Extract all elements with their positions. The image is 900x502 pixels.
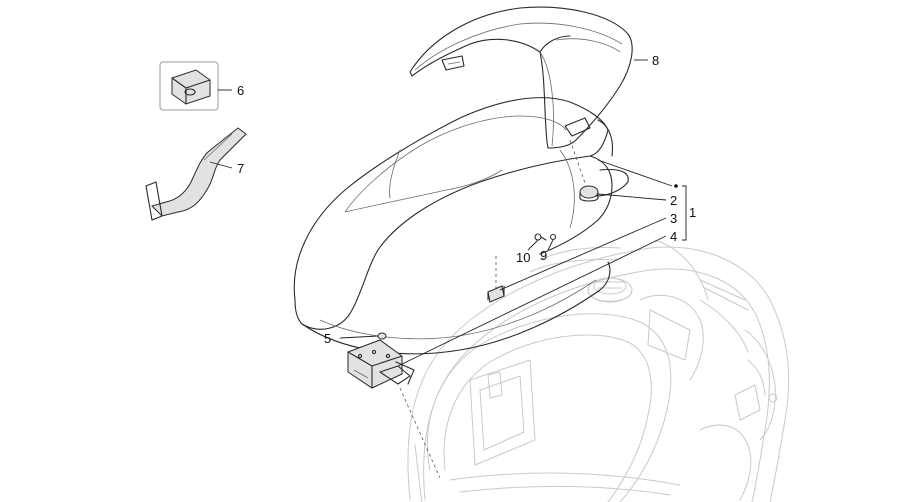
washer-part-9 <box>549 233 557 241</box>
callout-3: 3 <box>670 211 677 226</box>
latch-block-part-4 <box>487 285 505 303</box>
bumper-part-2 <box>579 185 599 202</box>
callout-10: 10 <box>516 250 530 265</box>
callout-7: 7 <box>237 161 244 176</box>
callout-9: 9 <box>540 248 547 263</box>
callout-5: 5 <box>324 331 331 346</box>
scooter-body-outline <box>407 239 790 502</box>
rear-cover-part-8 <box>409 6 633 149</box>
callout-6: 6 <box>237 83 244 98</box>
callout-1: 1 <box>689 205 696 220</box>
callout-8: 8 <box>652 53 659 68</box>
strap-part-7 <box>145 127 247 221</box>
screw-part-10 <box>534 233 547 241</box>
callout-4: 4 <box>670 229 677 244</box>
leader-lines <box>209 59 687 367</box>
screw-part-5 <box>377 332 387 340</box>
clip-part-6 <box>159 61 219 111</box>
callout-2: 2 <box>670 193 677 208</box>
seat-saddle <box>293 97 629 355</box>
seat-lock-assembly <box>347 339 415 389</box>
assembly-lines <box>399 139 587 479</box>
